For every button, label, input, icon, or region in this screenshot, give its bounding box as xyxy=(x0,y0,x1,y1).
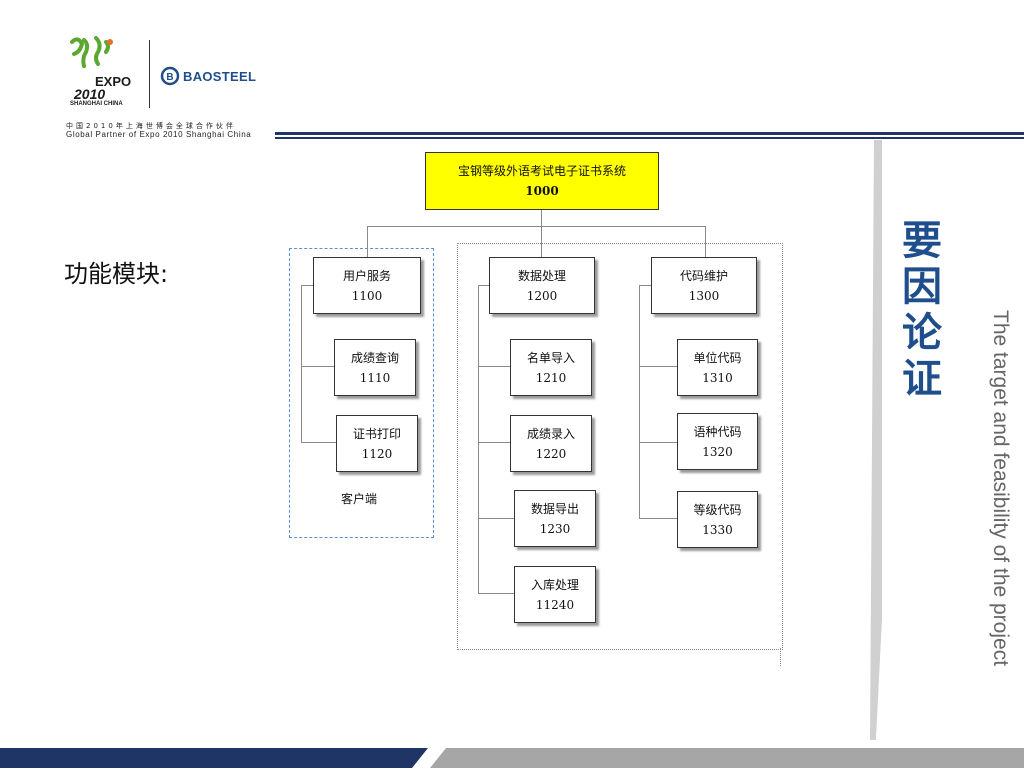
node-name: 成绩录入 xyxy=(526,426,575,441)
header-rule-dark-left xyxy=(275,132,977,135)
connector xyxy=(301,442,336,443)
connector xyxy=(639,442,677,443)
server-dotted-tail xyxy=(780,648,782,666)
node-name: 证书打印 xyxy=(352,426,401,441)
node-name: 数据导出 xyxy=(530,501,579,516)
connector xyxy=(478,285,489,286)
header-rule-thin-left xyxy=(275,137,977,139)
node-name: 等级代码 xyxy=(693,502,742,517)
connector xyxy=(639,366,677,367)
bottom-bar xyxy=(0,748,1024,768)
node-name: 语种代码 xyxy=(693,424,742,439)
group-node-user-service: 用户服务 1100 xyxy=(313,257,421,314)
connector xyxy=(478,442,510,443)
node-name: 入库处理 xyxy=(530,577,579,592)
connector xyxy=(478,593,514,594)
node-code: 1320 xyxy=(702,444,733,459)
expo-city-text: SHANGHAI CHINA xyxy=(70,101,123,107)
child-node: 入库处理 11240 xyxy=(514,566,596,623)
client-dashed-box xyxy=(289,248,434,538)
connector xyxy=(639,285,640,518)
expo-logo xyxy=(62,36,142,112)
node-code: 1220 xyxy=(535,446,567,461)
connector xyxy=(478,285,479,593)
node-code: 1330 xyxy=(702,522,733,537)
child-node: 名单导入 1210 xyxy=(510,339,592,396)
node-code: 1120 xyxy=(361,446,393,461)
side-panel-shape xyxy=(860,140,1024,750)
child-node: 语种代码 1320 xyxy=(677,413,758,470)
child-node: 数据导出 1230 xyxy=(514,490,596,547)
connector xyxy=(301,285,313,286)
child-node: 等级代码 1330 xyxy=(677,491,758,548)
logo-divider xyxy=(149,40,150,108)
connector xyxy=(541,209,542,257)
node-name: 宝钢等级外语考试电子证书系统 xyxy=(457,164,626,178)
page-heading: 功能模块: xyxy=(64,260,169,288)
node-code: 11240 xyxy=(535,597,575,612)
expo-logo-text: EXPO xyxy=(95,74,132,89)
connector xyxy=(705,226,706,257)
node-name: 名单导入 xyxy=(526,350,575,365)
connector xyxy=(639,518,677,519)
child-node: 证书打印 1120 xyxy=(336,415,418,472)
node-code: 1210 xyxy=(535,370,567,385)
baosteel-logo-text: BAOSTEEL xyxy=(183,69,257,84)
node-code: 1000 xyxy=(525,184,559,198)
node-name: 用户服务 xyxy=(342,268,391,283)
connector xyxy=(639,285,651,286)
partner-en-text: Global Partner of Expo 2010 Shanghai Chi… xyxy=(66,130,252,139)
client-label: 客户端 xyxy=(341,492,378,506)
node-name: 代码维护 xyxy=(679,268,728,283)
baosteel-icon: B xyxy=(160,66,180,86)
server-dotted-box xyxy=(457,243,783,650)
side-title-char: 要 xyxy=(902,218,942,264)
side-title-char: 论 xyxy=(902,310,942,356)
header-rule-thin xyxy=(977,137,1024,139)
connector xyxy=(367,226,368,257)
side-title-char: 因 xyxy=(902,264,942,310)
node-code: 1110 xyxy=(359,370,391,385)
header-rule-dark xyxy=(977,132,1024,135)
expo-year-text: 2010 xyxy=(74,86,106,102)
group-node-code-maintenance: 代码维护 1300 xyxy=(651,257,757,314)
node-code: 1230 xyxy=(539,521,571,536)
node-code: 1310 xyxy=(702,370,733,385)
child-node: 单位代码 1310 xyxy=(677,339,758,396)
node-code: 1300 xyxy=(688,288,720,303)
node-code: 1200 xyxy=(526,288,558,303)
child-node: 成绩查询 1110 xyxy=(334,339,416,396)
node-name: 数据处理 xyxy=(517,268,566,283)
group-node-data-processing: 数据处理 1200 xyxy=(489,257,595,314)
connector xyxy=(367,226,705,227)
side-title-char: 证 xyxy=(902,356,942,402)
svg-text:B: B xyxy=(166,72,173,83)
connector xyxy=(301,285,302,442)
connector xyxy=(301,366,334,367)
child-node: 成绩录入 1220 xyxy=(510,415,592,472)
root-node: 宝钢等级外语考试电子证书系统 1000 xyxy=(425,152,659,210)
connector xyxy=(478,366,510,367)
node-code: 1100 xyxy=(351,288,383,303)
node-name: 单位代码 xyxy=(693,350,742,365)
connector xyxy=(478,518,514,519)
side-title: 要 因 论 证 xyxy=(897,218,947,402)
partner-cn-text: 中国2010年上海世博会全球合作伙伴 xyxy=(66,122,236,130)
node-name: 成绩查询 xyxy=(350,350,399,365)
